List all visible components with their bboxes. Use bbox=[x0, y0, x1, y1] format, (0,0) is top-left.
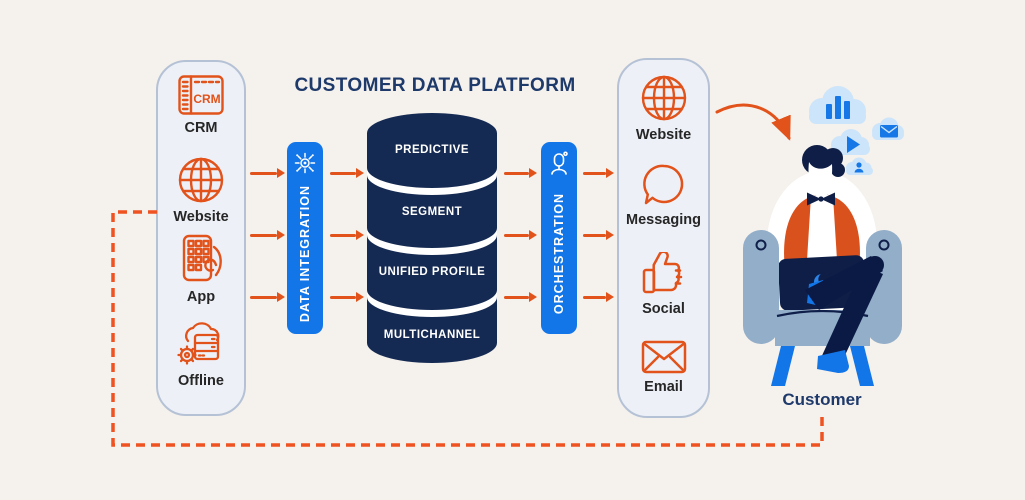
app-icon bbox=[182, 234, 222, 282]
flow-arrow-orchestration-to-channels bbox=[583, 233, 606, 237]
svg-text:CRM: CRM bbox=[193, 92, 220, 106]
channels-to-customer-arrow bbox=[715, 103, 791, 141]
ai-chip-icon bbox=[294, 152, 316, 174]
channel-label: Messaging bbox=[626, 212, 701, 228]
channel-label: Website bbox=[635, 127, 692, 143]
data-integration-bar: DATA INTEGRATION bbox=[287, 142, 323, 334]
flow-arrow-integration-to-db bbox=[330, 171, 356, 175]
flow-arrow-sources-to-integration bbox=[250, 233, 277, 237]
db-layer-unified-profile: UNIFIED PROFILE bbox=[378, 266, 486, 278]
offline-icon bbox=[177, 322, 220, 365]
flow-arrow-sources-to-integration bbox=[250, 171, 277, 175]
email-icon bbox=[641, 340, 686, 374]
play-icon bbox=[847, 136, 860, 153]
person-icon bbox=[854, 162, 864, 173]
channels-panel: Website Messaging Social Emai bbox=[617, 58, 710, 418]
channel-item-social: Social bbox=[619, 252, 708, 317]
data-integration-label: DATA INTEGRATION bbox=[298, 185, 312, 323]
db-layer-segment: SEGMENT bbox=[401, 206, 463, 218]
orchestration-label: ORCHESTRATION bbox=[552, 193, 566, 315]
flow-arrow-integration-to-db bbox=[330, 295, 356, 299]
channel-label: Email bbox=[644, 379, 683, 395]
armchair bbox=[743, 230, 902, 344]
orchestration-bar: ORCHESTRATION bbox=[541, 142, 577, 334]
source-label: App bbox=[186, 289, 216, 305]
flow-arrow-db-to-orchestration bbox=[504, 171, 529, 175]
globe-icon bbox=[178, 157, 224, 203]
flow-arrow-orchestration-to-channels bbox=[583, 171, 606, 175]
db-layer-multichannel: MULTICHANNEL bbox=[383, 329, 481, 341]
globe-icon bbox=[641, 75, 686, 121]
bar-chart-icon bbox=[826, 96, 850, 119]
db-layer-predictive: PREDICTIVE bbox=[394, 144, 469, 156]
channel-item-messaging: Messaging bbox=[619, 163, 708, 228]
sources-panel: CRM CRM Website bbox=[156, 60, 246, 416]
page-title: CUSTOMER DATA PLATFORM bbox=[294, 75, 576, 96]
chat-bubble-icon bbox=[642, 164, 683, 205]
thumbs-up-icon bbox=[642, 252, 682, 294]
flow-arrow-db-to-orchestration bbox=[504, 233, 529, 237]
flow-arrow-orchestration-to-channels bbox=[583, 295, 606, 299]
customer-label: Customer bbox=[782, 390, 862, 409]
flow-arrow-db-to-orchestration bbox=[504, 295, 529, 299]
cdp-database: PREDICTIVE SEGMENT UNIFIED PROFILE MULTI… bbox=[367, 113, 497, 365]
channel-clouds bbox=[809, 86, 904, 175]
channel-item-email: Email bbox=[619, 340, 708, 395]
source-item-website: Website bbox=[158, 156, 244, 225]
source-item-crm: CRM CRM bbox=[158, 75, 244, 136]
customer-illustration bbox=[743, 145, 902, 386]
source-label: CRM bbox=[184, 120, 218, 136]
envelope-icon bbox=[880, 125, 898, 138]
channel-item-website: Website bbox=[619, 74, 708, 143]
joystick-icon bbox=[551, 151, 568, 175]
flow-arrow-integration-to-db bbox=[330, 233, 356, 237]
source-item-offline: Offline bbox=[158, 322, 244, 389]
crm-icon: CRM bbox=[178, 75, 224, 115]
channel-label: Social bbox=[642, 301, 685, 317]
source-label: Website bbox=[173, 209, 229, 225]
laptop-icon bbox=[778, 255, 866, 311]
source-label: Offline bbox=[178, 373, 224, 389]
flow-arrow-sources-to-integration bbox=[250, 295, 277, 299]
source-item-app: App bbox=[158, 234, 244, 305]
